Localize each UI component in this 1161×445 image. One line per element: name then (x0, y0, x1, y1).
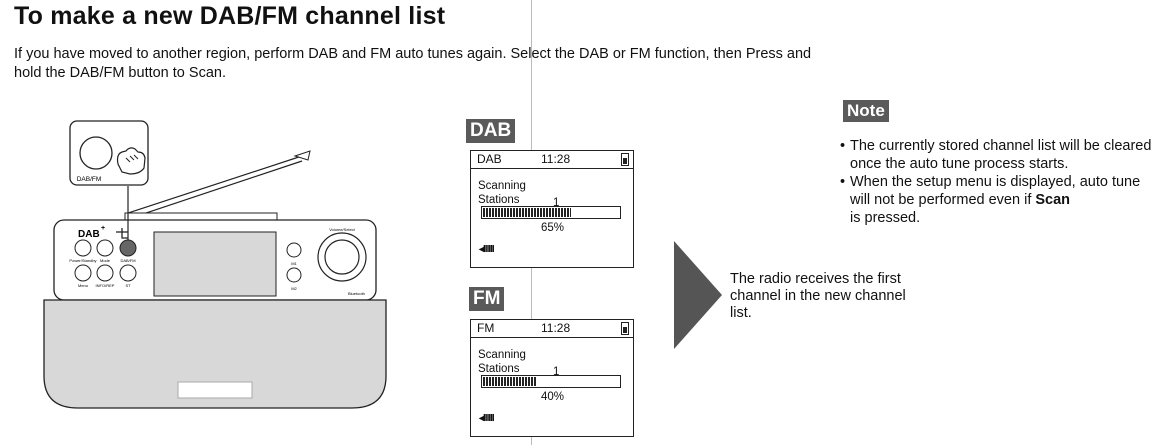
radio-speaker-grille (43, 299, 387, 409)
mode-text: FM (477, 321, 495, 335)
menu-button (74, 264, 92, 282)
pressing-hand-icon (116, 147, 146, 175)
progress-percent: 65% (541, 222, 565, 234)
arrow-right-icon (674, 241, 722, 349)
dab-logo-icon: DAB (78, 229, 100, 240)
svg-text:M2: M2 (291, 286, 297, 291)
dab-screen-header: DAB 11:28 (471, 151, 633, 169)
note-item: When the setup menu is displayed, auto t… (840, 173, 1160, 227)
svg-text:INFO/REP: INFO/REP (96, 283, 115, 288)
note-item: The currently stored channel list will b… (840, 137, 1160, 173)
scan-progress-bar (481, 206, 621, 219)
intro-paragraph: If you have moved to another region, per… (14, 46, 812, 81)
m2-button (286, 267, 302, 283)
svg-text:Menu: Menu (78, 283, 88, 288)
scan-progress-bar (481, 375, 621, 388)
m1-button (286, 242, 302, 258)
page-title: To make a new DAB/FM channel list (14, 2, 446, 30)
dab-label: DAB (466, 119, 516, 143)
antenna-icon (124, 153, 309, 215)
svg-text:Power/Standby: Power/Standby (69, 258, 96, 263)
radio-illustration: DAB + Power/Standby Mode DAB/FM Menu INF… (43, 120, 387, 409)
svg-text:Mode: Mode (100, 258, 111, 263)
note-list: The currently stored channel list will b… (840, 137, 1160, 227)
scanning-text: Scanning (478, 180, 526, 192)
stations-label: Stations (478, 194, 520, 206)
radio-display (153, 231, 277, 297)
volume-level-icon: ◂IIIIII (479, 413, 495, 424)
battery-icon (621, 153, 629, 166)
mode-button (96, 239, 114, 257)
dab-screen: DAB 11:28 Scanning Stations 1 65% ◂IIIII… (470, 150, 634, 268)
callout-label: DAB/FM (77, 176, 102, 183)
battery-icon (621, 322, 629, 335)
dab-fm-button (119, 239, 137, 257)
fm-screen: FM 11:28 Scanning Stations 1 40% ◂IIIIII (470, 319, 634, 437)
fm-label: FM (469, 287, 505, 311)
svg-text:Volume/Select: Volume/Select (329, 227, 355, 232)
svg-text:Bluetooth: Bluetooth (348, 291, 365, 296)
dab-fm-callout-button (79, 136, 113, 170)
mode-text: DAB (477, 152, 502, 166)
scan-progress-fill (483, 208, 572, 217)
radio-foot-slot (177, 381, 253, 399)
svg-text:ST: ST (125, 283, 131, 288)
volume-level-icon: ◂IIIIII (479, 244, 495, 255)
result-text: The radio receives the first channel in … (730, 271, 906, 321)
svg-text:+: + (101, 225, 105, 232)
progress-percent: 40% (541, 391, 565, 403)
fm-screen-header: FM 11:28 (471, 320, 633, 338)
info-rep-button (96, 264, 114, 282)
scan-keyword: Scan (1035, 192, 1071, 208)
scan-progress-fill (483, 377, 538, 386)
clock-text: 11:28 (541, 321, 571, 335)
preset-button (119, 264, 137, 282)
clock-text: 11:28 (541, 152, 571, 166)
svg-text:DAB/FM: DAB/FM (120, 258, 135, 263)
stations-count: 1 (553, 366, 560, 378)
note-label: Note (843, 100, 889, 122)
power-standby-button (74, 239, 92, 257)
stations-count: 1 (553, 197, 560, 209)
stations-label: Stations (478, 363, 520, 375)
scanning-text: Scanning (478, 349, 526, 361)
svg-text:M1: M1 (291, 261, 297, 266)
